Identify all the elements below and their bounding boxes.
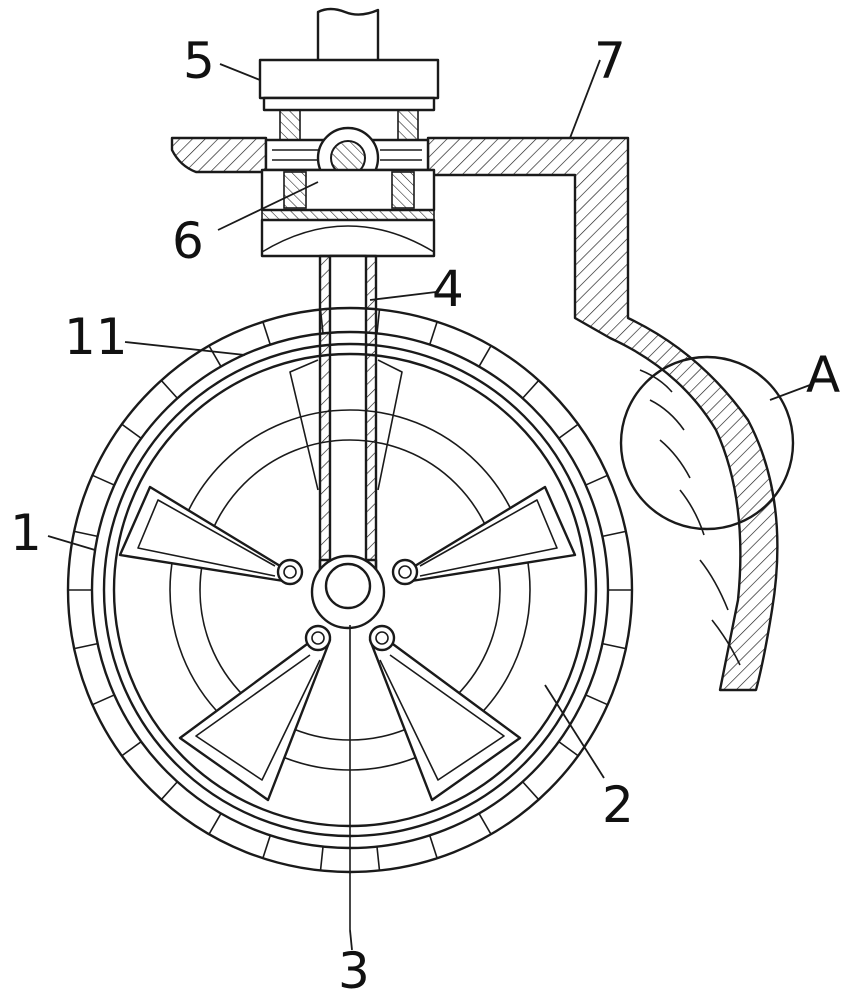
tread-divider (558, 741, 579, 757)
tread-divider (262, 321, 272, 345)
tread-divider (92, 474, 115, 486)
paddle-upper-right (391, 485, 577, 586)
lower-springs (260, 168, 436, 258)
hub (310, 554, 386, 630)
tread-divider (319, 309, 324, 334)
tread-divider (478, 813, 492, 835)
label-7: 7 (594, 32, 626, 90)
tread-divider (160, 781, 178, 801)
detail-circle-A (619, 355, 795, 666)
tread-divider (92, 694, 115, 706)
tread-divider (522, 781, 540, 801)
tread-divider (428, 835, 438, 859)
label-3: 3 (338, 942, 370, 1000)
leader-lines (47, 59, 811, 951)
top-shaft (316, 7, 380, 60)
label-A: A (806, 346, 840, 404)
paddle-lower-left (178, 624, 332, 802)
tread-divider (73, 530, 98, 538)
tread-divider (319, 846, 324, 871)
tread-divider (208, 345, 222, 367)
label-4: 4 (432, 260, 464, 318)
tread-divider (602, 530, 627, 538)
tread-divider (602, 642, 627, 650)
paddle-lower-right (368, 624, 522, 802)
label-2: 2 (602, 776, 634, 834)
tread-divider (376, 309, 381, 334)
upper-block-5 (258, 58, 440, 112)
tread-divider (558, 423, 579, 439)
tread-divider (160, 379, 178, 399)
tire-tread (68, 309, 632, 871)
blade-fin-11 (289, 359, 403, 491)
tread-divider (522, 379, 540, 399)
tread-divider (585, 694, 608, 706)
label-6: 6 (172, 212, 204, 270)
vertical-rod-4 (318, 254, 378, 578)
tread-divider (478, 345, 492, 367)
label-1: 1 (10, 504, 42, 562)
paddle-upper-left (118, 485, 304, 586)
upper-springs (279, 109, 419, 141)
bracket-arm-7 (170, 136, 779, 692)
tread-divider (428, 321, 438, 345)
tread-divider (585, 474, 608, 486)
tread-divider (121, 741, 142, 757)
tread-divider (208, 813, 222, 835)
tread-divider (262, 835, 272, 859)
label-11: 11 (64, 308, 128, 366)
label-5: 5 (183, 32, 215, 90)
tread-divider (121, 423, 142, 439)
tread-divider (376, 846, 381, 871)
tread-divider (73, 642, 98, 650)
